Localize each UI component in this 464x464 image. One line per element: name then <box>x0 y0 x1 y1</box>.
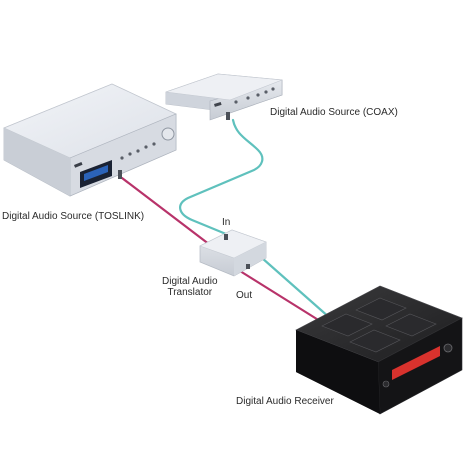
translator-label: Digital Audio Translator <box>162 276 218 298</box>
translator-label-line2: Translator <box>167 287 213 298</box>
receiver-vents <box>321 297 437 353</box>
coax-cable-out <box>260 256 332 320</box>
coax-cable-in <box>179 118 264 236</box>
translator-out-label: Out <box>236 290 253 301</box>
receiver-device <box>295 285 463 415</box>
toslink-cable <box>120 176 322 323</box>
coax-source-label: Digital Audio Source (COAX) <box>270 107 398 118</box>
receiver-label: Digital Audio Receiver <box>236 396 334 407</box>
translator-label-line1: Digital Audio <box>162 276 218 287</box>
toslink-cable-in <box>120 176 220 253</box>
coax-cable <box>179 118 332 320</box>
toslink-source-label: Digital Audio Source (TOSLINK) <box>2 211 145 222</box>
toslink-source-device <box>3 83 177 197</box>
translator-in-label: In <box>222 217 231 228</box>
coax-source-device <box>165 73 283 121</box>
translator-device <box>199 229 267 277</box>
toslink-cable-out <box>230 264 322 323</box>
